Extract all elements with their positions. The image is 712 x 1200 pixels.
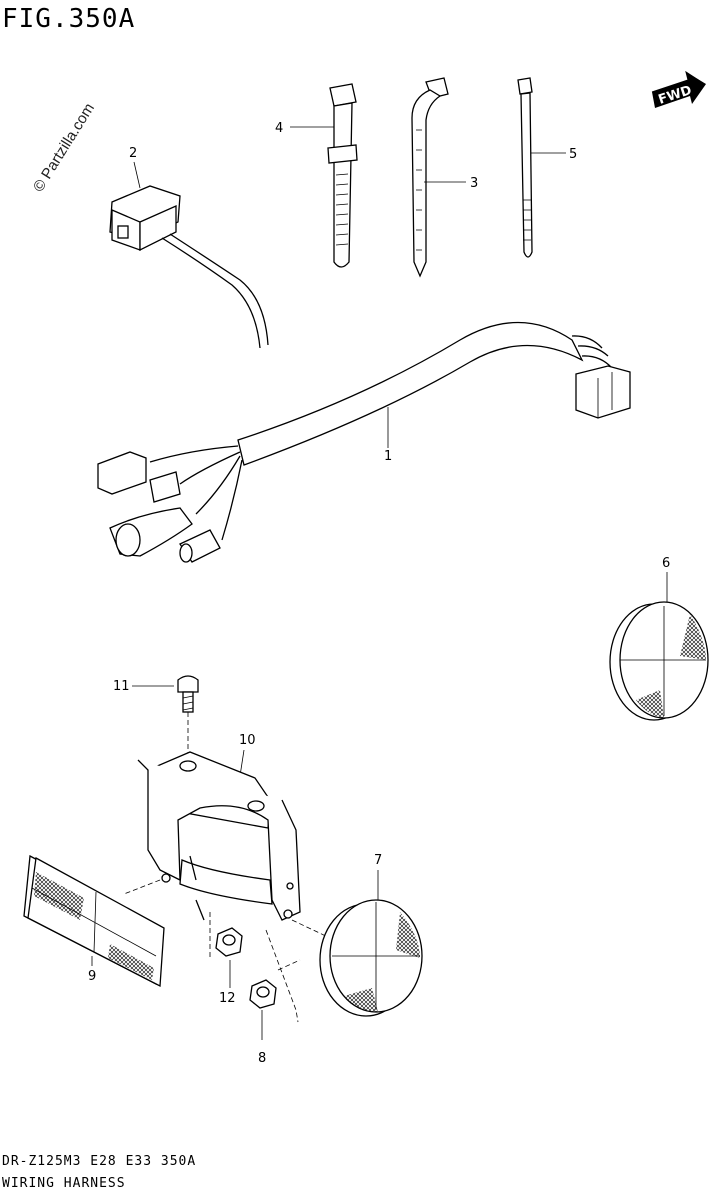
callout-5: 5 xyxy=(569,147,577,162)
callout-4: 4 xyxy=(275,121,283,136)
fwd-arrow-icon: FWD xyxy=(651,70,706,108)
callout-12: 12 xyxy=(219,991,236,1006)
clamp-part-3 xyxy=(411,77,449,278)
model-footer: DR-Z125M3 E28 E33 350A xyxy=(2,1154,197,1169)
round-reflector-lower-part-7 xyxy=(319,899,423,1017)
screw-part-11 xyxy=(177,675,199,713)
reflector-bracket-part-10 xyxy=(137,751,301,921)
callout-3: 3 xyxy=(470,176,478,191)
section-name: WIRING HARNESS xyxy=(2,1176,126,1191)
callout-7: 7 xyxy=(374,853,382,868)
callout-8: 8 xyxy=(258,1051,266,1066)
callout-9: 9 xyxy=(88,969,96,984)
callout-10: 10 xyxy=(239,733,256,748)
cable-tie-part-5 xyxy=(517,77,533,258)
nut-part-12 xyxy=(215,927,243,957)
wiring-harness-part-1 xyxy=(97,321,631,563)
callout-2: 2 xyxy=(129,146,137,161)
switch-part-2 xyxy=(109,185,269,349)
round-reflector-upper-part-6 xyxy=(609,601,709,721)
callout-6: 6 xyxy=(662,556,670,571)
band-clamp-part-4 xyxy=(327,83,358,268)
nut-part-8 xyxy=(249,979,277,1009)
fwd-label: FWD xyxy=(657,83,694,108)
rectangular-reflector-part-9 xyxy=(23,854,165,988)
callout-1: 1 xyxy=(384,449,392,464)
figure-title: FIG.350A xyxy=(2,4,136,34)
callout-11: 11 xyxy=(113,679,130,694)
